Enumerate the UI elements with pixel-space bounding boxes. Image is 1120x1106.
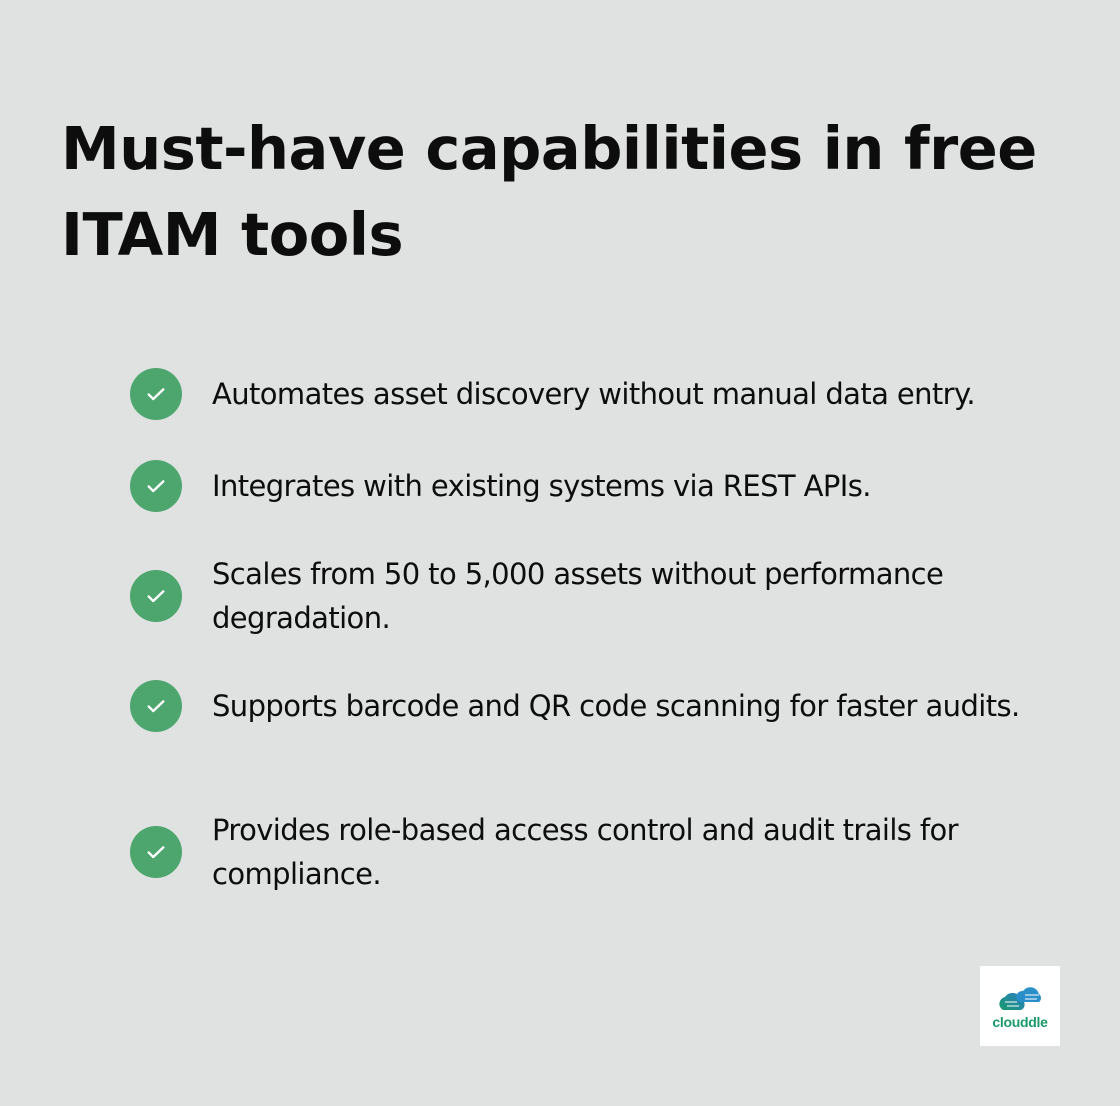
check-circle-icon bbox=[130, 460, 182, 512]
check-circle-icon bbox=[130, 368, 182, 420]
list-item: Scales from 50 to 5,000 assets without p… bbox=[130, 552, 1030, 640]
list-item-text: Automates asset discovery without manual… bbox=[212, 377, 976, 411]
cloud-icon bbox=[999, 987, 1041, 1010]
list-item-text: Integrates with existing systems via RES… bbox=[212, 469, 871, 503]
check-circle-icon bbox=[130, 570, 182, 622]
list-item-text: Scales from 50 to 5,000 assets without p… bbox=[212, 557, 944, 635]
check-circle-icon bbox=[130, 826, 182, 878]
page-title: Must-have capabilities in free ITAM tool… bbox=[61, 114, 1037, 269]
clouddle-logo: clouddle bbox=[980, 966, 1060, 1046]
list-item: Supports barcode and QR code scanning fo… bbox=[130, 680, 1030, 732]
check-circle-icon bbox=[130, 680, 182, 732]
list-item: Provides role-based access control and a… bbox=[130, 808, 1030, 896]
list-item-text: Provides role-based access control and a… bbox=[212, 813, 959, 891]
logo-text: clouddle bbox=[992, 1014, 1048, 1030]
list-item: Automates asset discovery without manual… bbox=[130, 368, 1030, 420]
list-item-text: Supports barcode and QR code scanning fo… bbox=[212, 689, 1020, 723]
list-item: Integrates with existing systems via RES… bbox=[130, 460, 1030, 512]
